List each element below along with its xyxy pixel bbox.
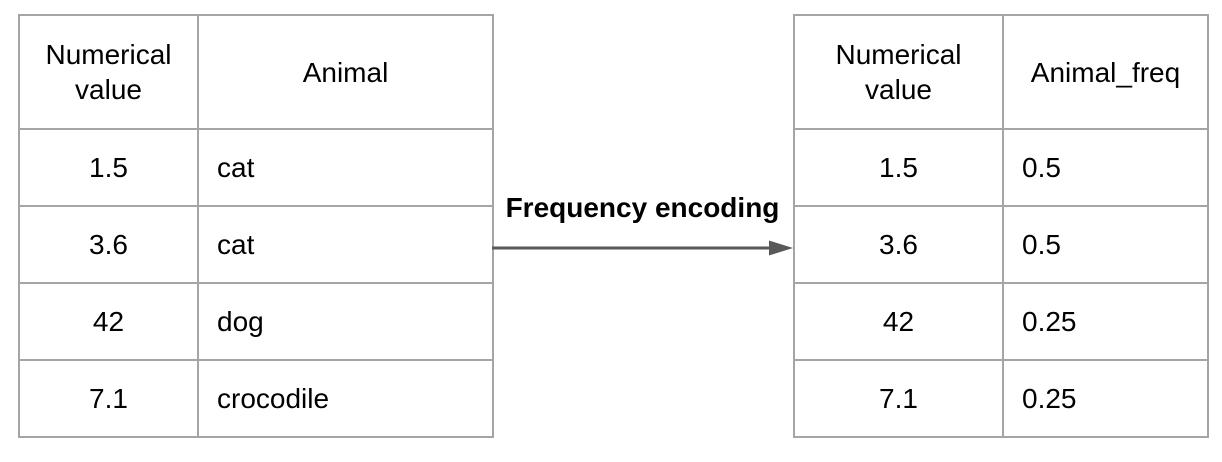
cell-numerical-value: 3.6	[18, 205, 199, 284]
header-row: Numerical value Animal_freq	[793, 14, 1209, 130]
cell-numerical-value: 1.5	[793, 128, 1004, 207]
column-header-animal: Animal	[197, 14, 494, 130]
arrow-label: Frequency encoding	[505, 192, 780, 223]
table-row: 42 0.25	[793, 282, 1209, 361]
cell-numerical-value: 3.6	[793, 205, 1004, 284]
original-table: Numerical value Animal 1.5 cat 3.6 cat 4…	[18, 14, 494, 438]
column-header-animal-freq: Animal_freq	[1002, 14, 1209, 130]
cell-numerical-value: 42	[18, 282, 199, 361]
table-row: 42 dog	[18, 282, 494, 361]
cell-animal-freq: 0.5	[1002, 205, 1209, 284]
table-row: 7.1 crocodile	[18, 359, 494, 438]
cell-numerical-value: 7.1	[793, 359, 1004, 438]
table-row: 3.6 0.5	[793, 205, 1209, 284]
table-row: 3.6 cat	[18, 205, 494, 284]
column-header-numerical-value: Numerical value	[18, 14, 199, 130]
cell-animal-freq: 0.25	[1002, 282, 1209, 361]
table-row: 1.5 cat	[18, 128, 494, 207]
right-arrow-icon	[492, 240, 793, 256]
cell-numerical-value: 42	[793, 282, 1004, 361]
cell-numerical-value: 7.1	[18, 359, 199, 438]
cell-animal: crocodile	[197, 359, 494, 438]
cell-animal: cat	[197, 205, 494, 284]
cell-numerical-value: 1.5	[18, 128, 199, 207]
cell-animal: dog	[197, 282, 494, 361]
cell-animal-freq: 0.25	[1002, 359, 1209, 438]
column-header-numerical-value: Numerical value	[793, 14, 1004, 130]
cell-animal: cat	[197, 128, 494, 207]
cell-animal-freq: 0.5	[1002, 128, 1209, 207]
header-row: Numerical value Animal	[18, 14, 494, 130]
table-row: 1.5 0.5	[793, 128, 1209, 207]
encoded-table: Numerical value Animal_freq 1.5 0.5 3.6 …	[793, 14, 1209, 438]
table-row: 7.1 0.25	[793, 359, 1209, 438]
